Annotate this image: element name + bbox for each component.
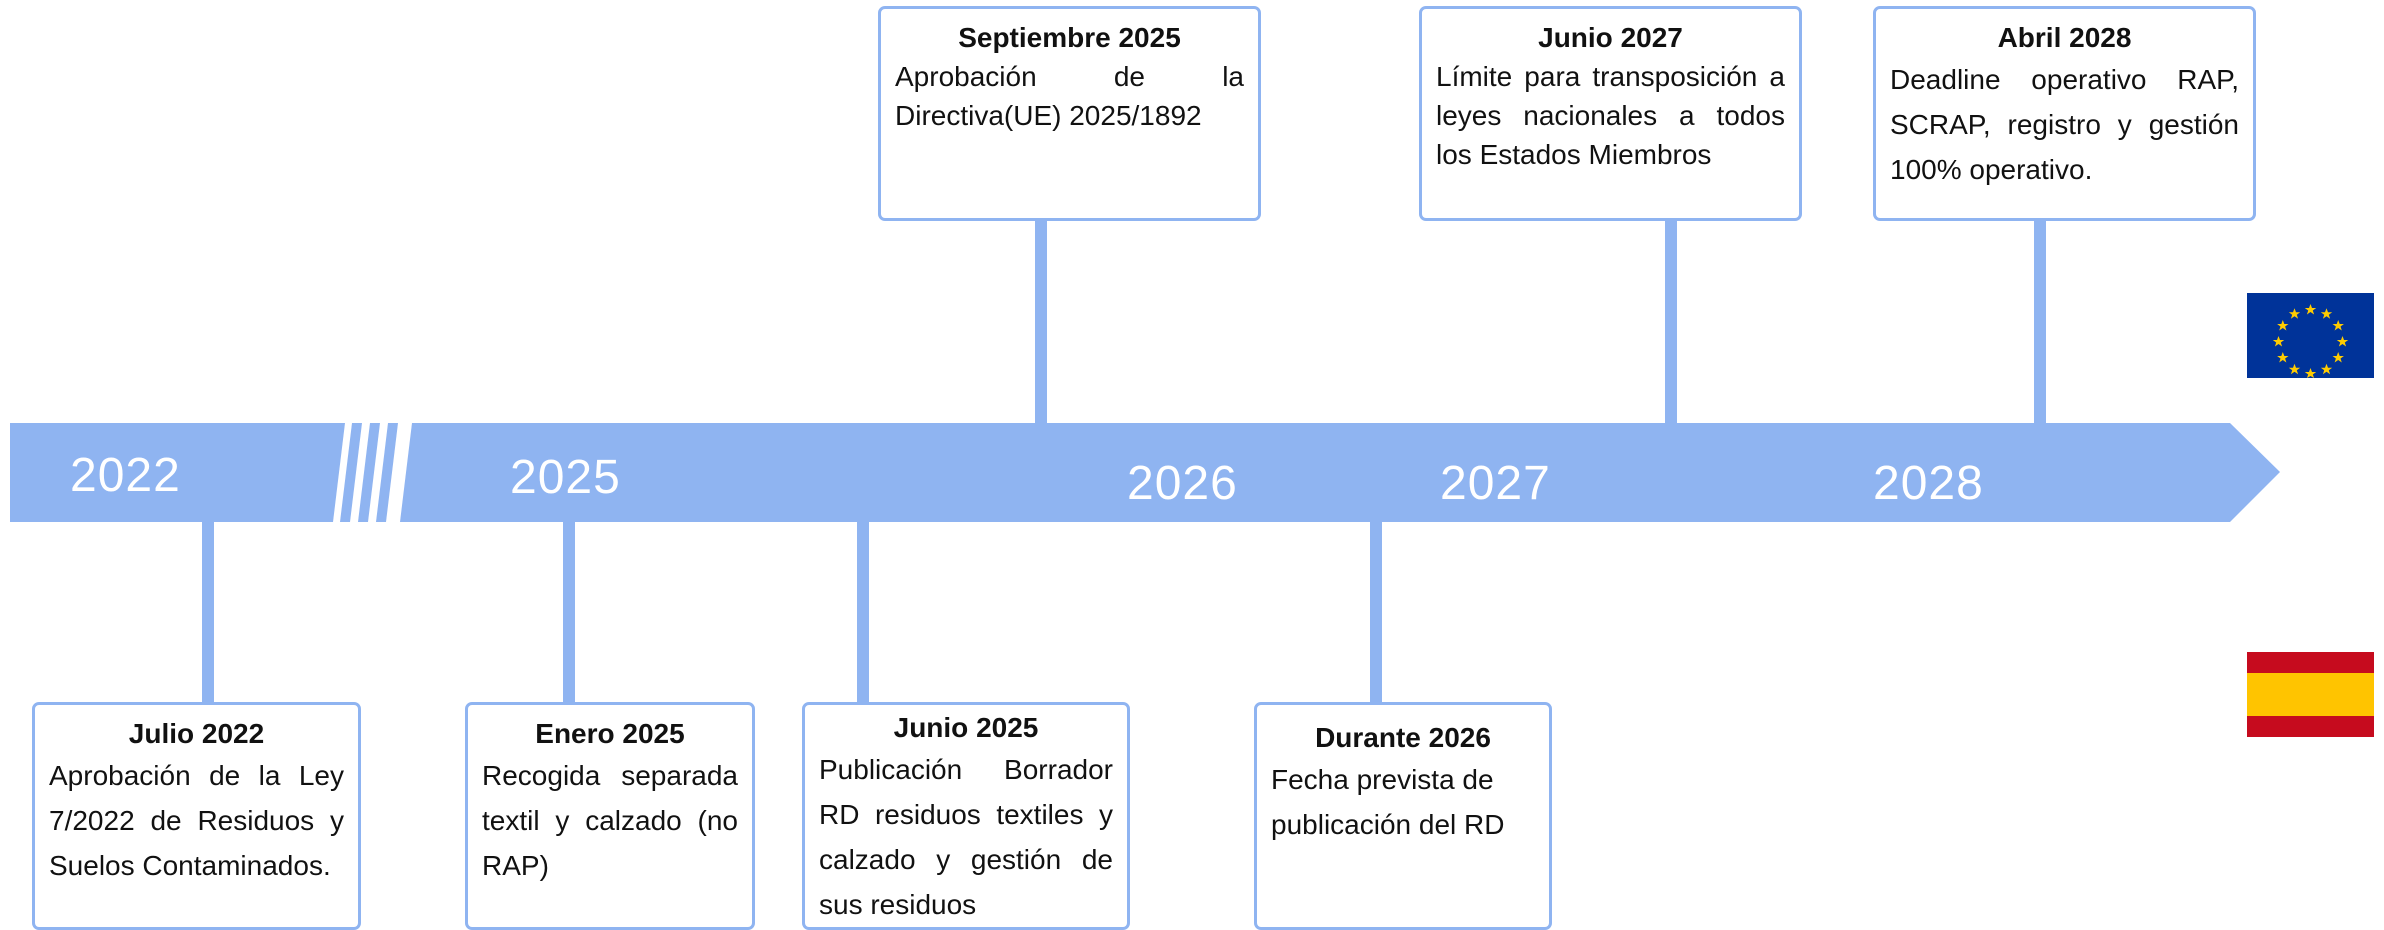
timeline-band-segment-left <box>10 423 345 522</box>
connector-enero-2025 <box>563 521 575 703</box>
event-title: Junio 2027 <box>1538 22 1683 53</box>
event-text: Publicación Borrador RD residuos textile… <box>819 754 1113 920</box>
timeline-break-stripe <box>340 423 362 522</box>
timeline-break-stripe <box>358 423 380 522</box>
timeline-break-stripe <box>376 423 398 522</box>
year-label-2025: 2025 <box>510 451 621 504</box>
event-title: Junio 2025 <box>893 712 1039 743</box>
connector-durante-2026 <box>1370 521 1382 703</box>
event-title: Enero 2025 <box>535 718 685 749</box>
year-label-2027: 2027 <box>1440 457 1551 510</box>
connector-junio-2025 <box>857 521 869 703</box>
year-label-2028: 2028 <box>1873 457 1984 510</box>
event-box-junio-2025: Junio 2025 Publicación Borrador RD resid… <box>802 702 1130 930</box>
event-text: Aprobación de la Directiva(UE) 2025/1892 <box>895 61 1244 131</box>
event-text: Deadline operativo RAP, SCRAP, registro … <box>1890 64 2239 185</box>
event-text: Límite para transposición a leyes nacion… <box>1436 61 1785 170</box>
spain-flag-icon <box>2247 652 2374 737</box>
connector-septiembre-2025 <box>1035 218 1047 424</box>
connector-junio-2027 <box>1665 218 1677 424</box>
event-box-abril-2028: Abril 2028 Deadline operativo RAP, SCRAP… <box>1873 6 2256 221</box>
event-box-junio-2027: Junio 2027 Límite para transposición a l… <box>1419 6 1802 221</box>
eu-flag-icon <box>2247 293 2374 378</box>
event-title: Durante 2026 <box>1315 722 1491 753</box>
event-box-julio-2022: Julio 2022 Aprobación de la Ley 7/2022 d… <box>32 702 361 930</box>
event-title: Julio 2022 <box>128 718 265 749</box>
event-text: Fecha prevista de publicación del RD <box>1271 764 1505 840</box>
event-box-durante-2026: Durante 2026 Fecha prevista de publicaci… <box>1254 702 1552 930</box>
connector-julio-2022 <box>202 521 214 703</box>
year-label-2026: 2026 <box>1127 457 1238 510</box>
event-box-septiembre-2025: Septiembre 2025 Aprobación de la Directi… <box>878 6 1261 221</box>
year-label-2022: 2022 <box>70 449 181 502</box>
event-title: Septiembre 2025 <box>958 22 1181 53</box>
timeline-band-segment-main <box>400 423 2280 522</box>
event-text: Recogida separada textil y calzado (no R… <box>482 760 738 881</box>
event-text: Aprobación de la Ley 7/2022 de Residuos … <box>49 760 344 881</box>
connector-abril-2028 <box>2034 218 2046 424</box>
event-box-enero-2025: Enero 2025 Recogida separada textil y ca… <box>465 702 755 930</box>
event-title: Abril 2028 <box>1997 22 2132 53</box>
